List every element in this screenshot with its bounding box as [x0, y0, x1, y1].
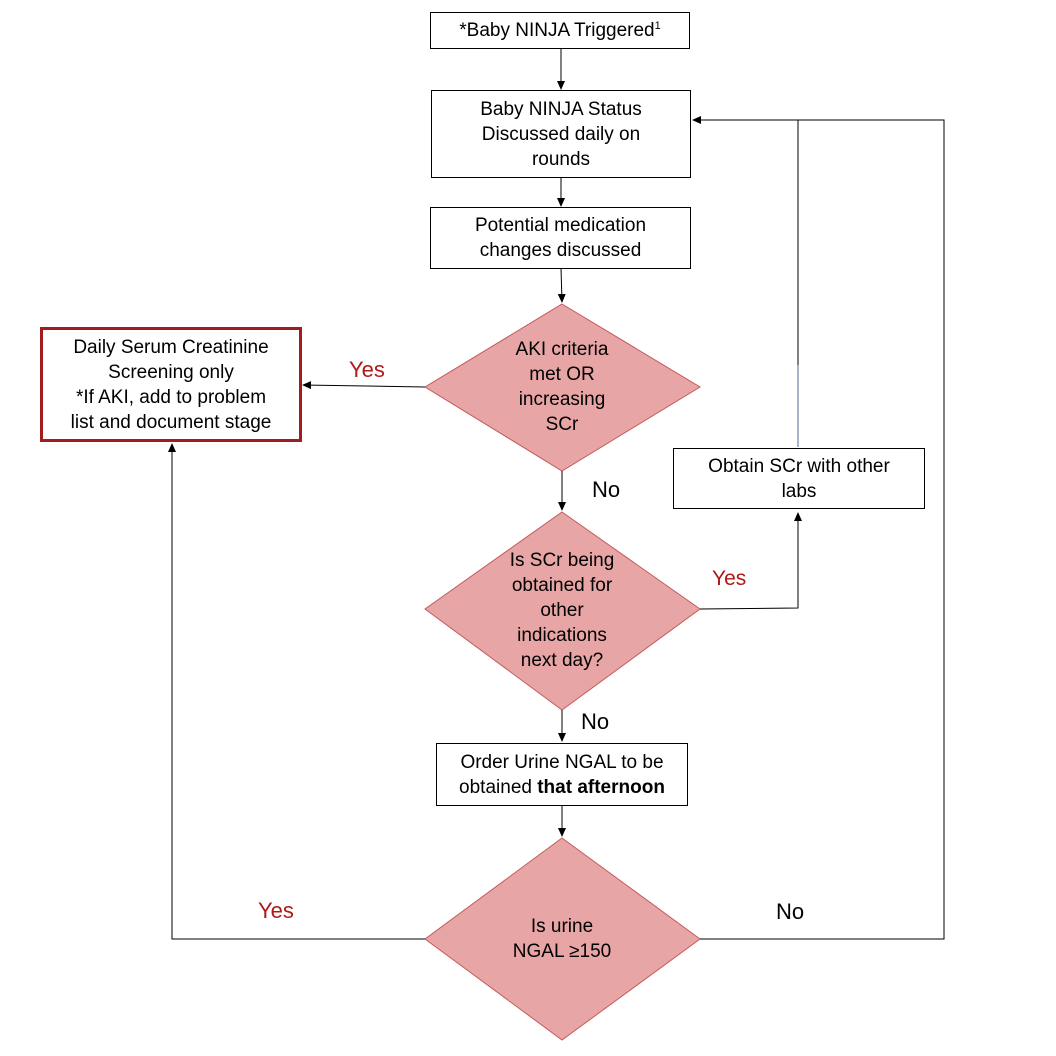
order-ngal-line-2-bold: that afternoon: [537, 776, 665, 798]
order-ngal-line-2-prefix: obtained: [459, 776, 538, 798]
screening-line-1: Daily Serum Creatinine: [73, 336, 269, 358]
ngal-line-1: Is urine: [530, 916, 594, 937]
scr-line-3: other: [540, 599, 584, 621]
screening-line-4: list and document stage: [70, 411, 272, 433]
medication-line-2: changes discussed: [479, 240, 642, 261]
ngal-decision-text: Is urine NGAL ≥150: [462, 912, 662, 966]
arrow-scr-yes-to-obtain: [699, 512, 802, 610]
scr-line-1: Is SCr being: [509, 549, 615, 571]
aki-line-1: AKI criteria: [515, 339, 609, 360]
obtain-scr-box: Obtain SCr with other labs: [673, 448, 925, 509]
obtain-scr-line-2: labs: [781, 480, 817, 502]
arrow-ngal-no-to-status: [692, 116, 945, 940]
aki-no-label: No: [592, 477, 621, 502]
scr-yes-label: Yes: [712, 567, 747, 590]
order-ngal-line-2: obtained that afternoon: [459, 775, 665, 800]
aki-line-2: met OR: [529, 364, 595, 385]
screening-line-3: *If AKI, add to problem: [75, 386, 267, 408]
status-line-3: rounds: [531, 148, 591, 170]
scr-line-2: obtained for: [511, 574, 613, 596]
status-line-1: Baby NINJA Status: [480, 98, 642, 120]
order-ngal-line-1: Order Urine NGAL to be: [460, 751, 664, 773]
arrow-ngal-yes-to-screening: [168, 443, 425, 940]
aki-yes-label: Yes: [349, 357, 385, 382]
status-box: Baby NINJA Status Discussed daily on rou…: [431, 90, 691, 178]
triggered-box: *Baby NINJA Triggered1: [430, 12, 690, 49]
triggered-text: *Baby NINJA Triggered: [459, 20, 655, 41]
aki-decision-text: AKI criteria met OR increasing SCr: [462, 334, 662, 440]
obtain-scr-line-1: Obtain SCr with other: [708, 455, 890, 477]
arrow-medication-to-aki: [557, 267, 566, 303]
order-ngal-box: Order Urine NGAL to be obtained that aft…: [436, 743, 688, 806]
screening-line-2: Screening only: [108, 361, 234, 383]
medication-line-1: Potential medication: [474, 215, 647, 236]
status-line-2: Discussed daily on: [481, 123, 641, 145]
scr-decision-text: Is SCr being obtained for other indicati…: [462, 545, 662, 675]
triggered-text-line: *Baby NINJA Triggered1: [459, 18, 661, 43]
aki-line-3: increasing: [518, 389, 606, 410]
screening-box: Daily Serum Creatinine Screening only *I…: [40, 327, 302, 442]
ngal-no-label: No: [776, 899, 805, 924]
arrow-aki-yes-to-screening: [302, 381, 426, 390]
ngal-decision-diamond: [424, 837, 701, 1041]
ngal-line-2: NGAL ≥150: [512, 941, 612, 962]
triggered-footnote: 1: [654, 20, 661, 32]
ngal-yes-label: Yes: [258, 898, 294, 923]
medication-box: Potential medication changes discussed: [430, 207, 691, 269]
scr-line-4: indications: [517, 624, 607, 646]
scr-line-5: next day?: [520, 649, 604, 671]
scr-no-label: No: [581, 709, 610, 734]
aki-line-4: SCr: [545, 414, 579, 435]
